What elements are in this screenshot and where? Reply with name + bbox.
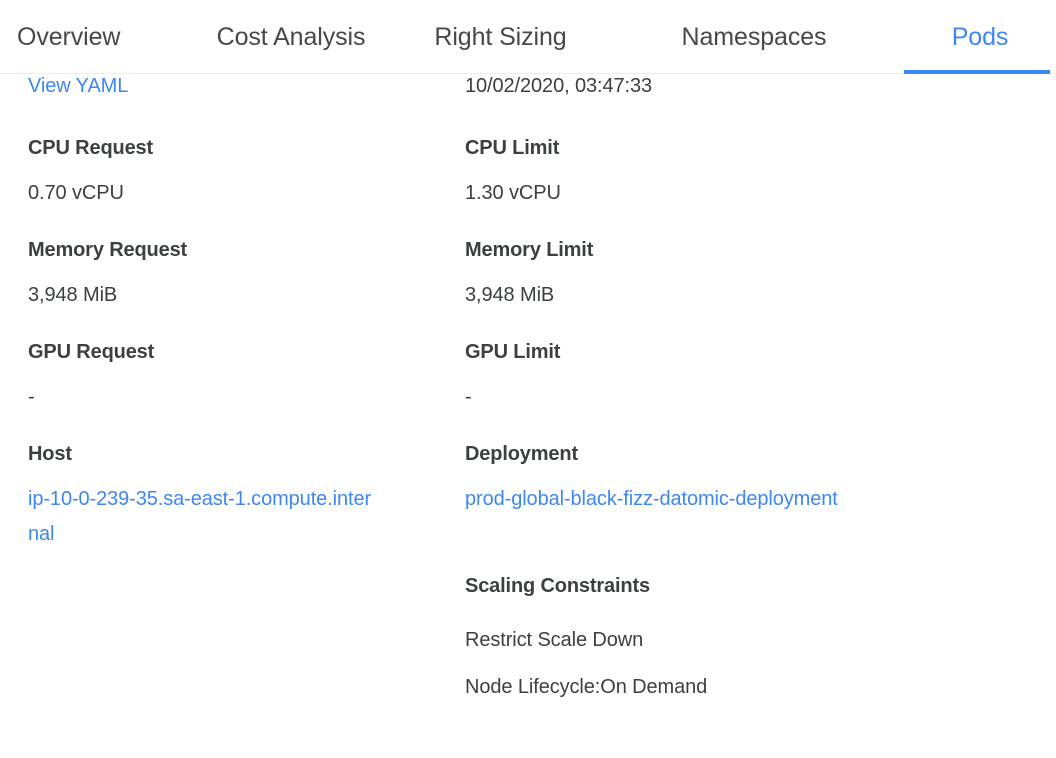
cpu-request-value: 0.70 vCPU: [28, 182, 124, 204]
tab-pods[interactable]: Pods: [904, 0, 1056, 74]
scaling-constraints-label: Scaling Constraints: [465, 575, 650, 597]
host-field: Host ip-10-0-239-35.sa-east-1.compute.in…: [28, 442, 376, 552]
host-link[interactable]: ip-10-0-239-35.sa-east-1.compute.interna…: [28, 488, 372, 545]
cpu-limit-label: CPU Limit: [465, 137, 560, 159]
memory-request-label: Memory Request: [28, 239, 188, 261]
deployment-link[interactable]: prod-global-black-fizz-datomic-deploymen…: [465, 488, 838, 510]
tab-overview-label: Overview: [17, 22, 121, 51]
cpu-limit-field: CPU Limit 1.30 vCPU: [465, 136, 561, 211]
scaling-constraints-field: Scaling Constraints Restrict Scale Down …: [465, 574, 707, 699]
cpu-request-label: CPU Request: [28, 137, 154, 159]
tab-namespaces-label: Namespaces: [681, 22, 827, 51]
view-yaml-link[interactable]: View YAML: [28, 75, 129, 97]
pod-timestamp: 10/02/2020, 03:47:33: [465, 75, 653, 97]
tab-overview[interactable]: Overview: [0, 0, 185, 74]
tab-cost-analysis-label: Cost Analysis: [216, 22, 366, 51]
tab-bar: Overview Cost Analysis Right Sizing Name…: [0, 0, 1056, 74]
active-tab-indicator: [904, 70, 1050, 74]
gpu-request-value: -: [28, 386, 35, 408]
pod-detail-panel: View YAML CPU Request 0.70 vCPU Memory R…: [0, 74, 1056, 758]
scaling-constraint-node-lifecycle: Node Lifecycle:On Demand: [465, 676, 708, 698]
tab-right-sizing-label: Right Sizing: [434, 22, 567, 51]
memory-limit-field: Memory Limit 3,948 MiB: [465, 238, 593, 313]
gpu-limit-field: GPU Limit -: [465, 340, 560, 415]
tab-pods-label: Pods: [951, 22, 1009, 51]
gpu-limit-label: GPU Limit: [465, 341, 561, 363]
gpu-request-label: GPU Request: [28, 341, 155, 363]
timestamp-field: 10/02/2020, 03:47:33: [465, 74, 652, 98]
gpu-limit-value: -: [465, 386, 472, 408]
memory-request-value: 3,948 MiB: [28, 284, 118, 306]
cpu-request-field: CPU Request 0.70 vCPU: [28, 136, 153, 211]
view-yaml-field: View YAML: [28, 74, 128, 98]
scaling-constraint-restrict-scale-down: Restrict Scale Down: [465, 629, 644, 651]
cpu-limit-value: 1.30 vCPU: [465, 182, 561, 204]
tab-right-sizing[interactable]: Right Sizing: [397, 0, 604, 74]
deployment-field: Deployment prod-global-black-fizz-datomi…: [465, 442, 843, 517]
deployment-label: Deployment: [465, 443, 578, 465]
tab-cost-analysis[interactable]: Cost Analysis: [185, 0, 397, 74]
memory-limit-value: 3,948 MiB: [465, 284, 555, 306]
host-label: Host: [28, 443, 72, 465]
tab-namespaces[interactable]: Namespaces: [604, 0, 904, 74]
memory-limit-label: Memory Limit: [465, 239, 594, 261]
memory-request-field: Memory Request 3,948 MiB: [28, 238, 187, 313]
gpu-request-field: GPU Request -: [28, 340, 154, 415]
